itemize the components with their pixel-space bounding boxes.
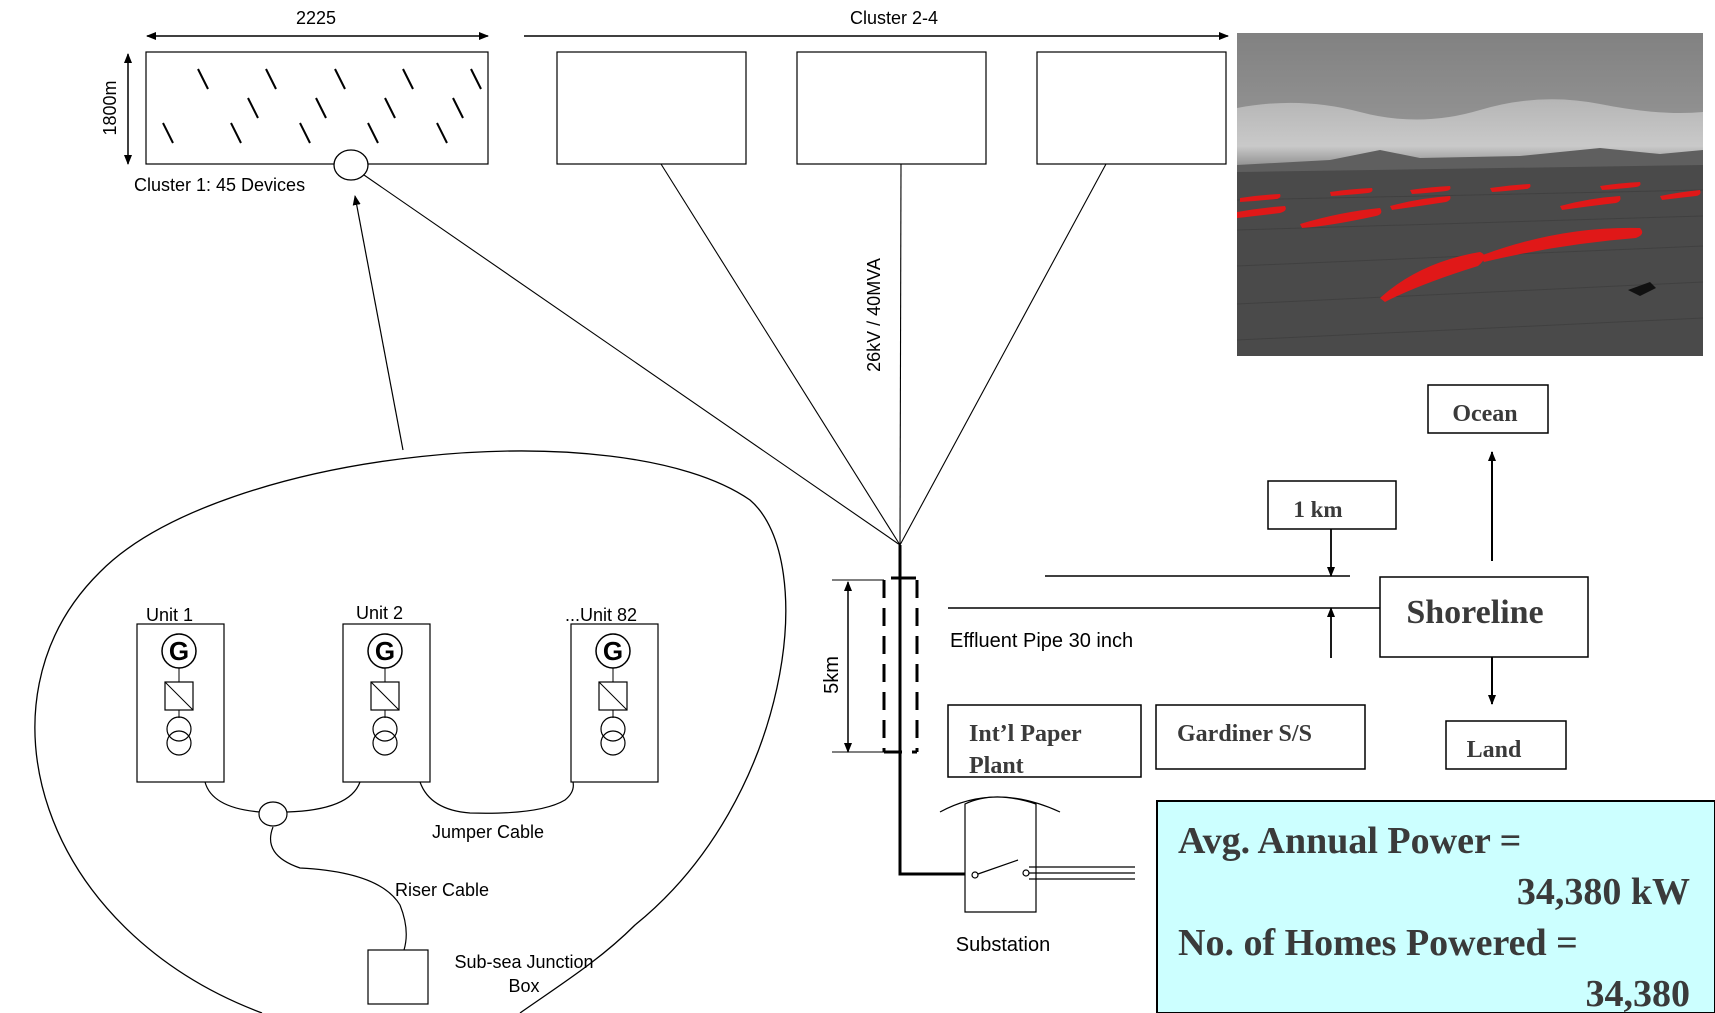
5km-label: 5km xyxy=(821,656,843,694)
cluster1-box xyxy=(145,51,489,165)
junction-box-label-2: Box xyxy=(508,976,539,996)
summary-homes-label: No. of Homes Powered = xyxy=(1178,922,1578,964)
substation-switch xyxy=(977,859,1019,875)
gardiner-label: Gardiner S/S xyxy=(1177,721,1312,747)
unit-2: G xyxy=(342,623,431,783)
1km-box xyxy=(1267,480,1397,530)
wave-farm-photo xyxy=(1236,33,1704,356)
summary-homes-value: 34,380 xyxy=(1586,973,1691,1013)
unit-1: G xyxy=(136,623,225,783)
svg-text:G: G xyxy=(169,636,189,666)
paper-plant-box xyxy=(947,704,1142,778)
cluster3-box xyxy=(796,51,987,165)
inset-hub xyxy=(258,801,288,827)
junction-box-label-1: Sub-sea Junction xyxy=(454,952,593,972)
substation xyxy=(939,796,1135,913)
summary-power-value: 34,380 kW xyxy=(1517,871,1690,913)
substation-label: Substation xyxy=(956,934,1051,956)
cluster4-box xyxy=(1036,51,1227,165)
unit-1-label: Unit 1 xyxy=(146,605,193,625)
paper-plant-line2: Plant xyxy=(969,753,1024,779)
export-cables xyxy=(363,163,1107,546)
clusters-2-4: Cluster 2-4 xyxy=(524,8,1229,165)
cluster1-hub xyxy=(333,149,369,181)
unit-82: G xyxy=(570,623,659,783)
unit-2-label: Unit 2 xyxy=(356,603,403,623)
cluster1-device-marks xyxy=(162,68,482,144)
unit-82-label: ...Unit 82 xyxy=(565,605,637,625)
ocean-box xyxy=(1427,384,1549,434)
jumper-cable-label: Jumper Cable xyxy=(432,822,544,842)
inset-cables xyxy=(204,781,574,951)
ocean-label: Ocean xyxy=(1452,401,1517,427)
svg-text:G: G xyxy=(603,636,623,666)
pipe-corridor xyxy=(882,580,919,754)
cluster24-label: Cluster 2-4 xyxy=(850,8,938,28)
cluster-1: 2225 1800m Cluster 1: 45 Devices xyxy=(100,8,489,195)
summary-power-label: Avg. Annual Power = xyxy=(1178,820,1521,862)
gardiner-box xyxy=(1155,704,1366,770)
land-box xyxy=(1445,720,1567,770)
riser-cable-label: Riser Cable xyxy=(395,880,489,900)
cluster1-width-label: 2225 xyxy=(296,8,336,28)
cable-rating-label: 26kV / 40MVA xyxy=(864,258,884,372)
effluent-pipe-label: Effluent Pipe 30 inch xyxy=(950,630,1133,652)
paper-plant-line1: Int’l Paper xyxy=(969,721,1082,747)
inset-to-cluster-arrow xyxy=(352,195,404,451)
main-export-cable xyxy=(898,545,977,876)
junction-box xyxy=(367,949,429,1005)
shoreline-box xyxy=(1379,576,1589,658)
substation-building xyxy=(964,796,1037,913)
svg-text:G: G xyxy=(375,636,395,666)
pelamis-devices xyxy=(1237,182,1701,302)
inset-ellipse xyxy=(34,450,787,1013)
1km-label: 1 km xyxy=(1293,497,1342,522)
shoreline-label: Shoreline xyxy=(1406,594,1543,631)
photo-boat xyxy=(1628,282,1656,296)
cluster1-caption: Cluster 1: 45 Devices xyxy=(134,175,305,195)
summary-box xyxy=(1156,800,1715,1013)
cluster2-box xyxy=(556,51,747,165)
land-label: Land xyxy=(1467,737,1522,763)
cluster1-height-label: 1800m xyxy=(100,80,120,135)
